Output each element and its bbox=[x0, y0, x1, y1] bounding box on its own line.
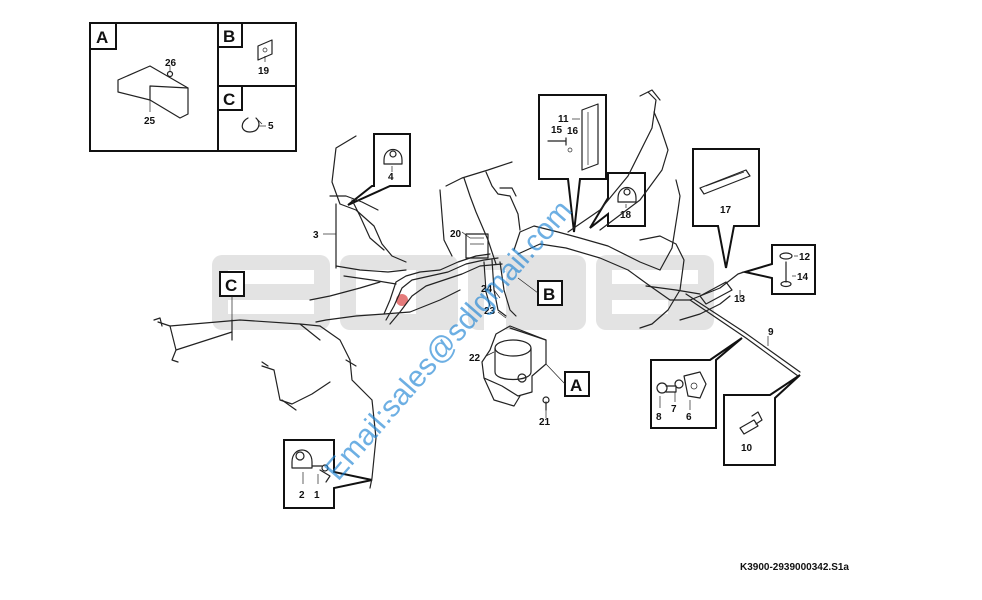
callout-box-17: 17 bbox=[692, 148, 760, 269]
callout-box-1-2: 2 1 bbox=[283, 439, 373, 509]
detail-view-A-letter: A bbox=[96, 28, 108, 47]
drawing-reference: K3900-2939000342.S1a bbox=[740, 562, 849, 573]
callout-24: 24 bbox=[481, 284, 493, 295]
detail-view-B: B 19 bbox=[217, 22, 297, 87]
view-marker-B: B bbox=[517, 277, 563, 306]
callout-20: 20 bbox=[450, 229, 462, 240]
watermark-logo bbox=[212, 255, 714, 330]
callout-16: 16 bbox=[567, 126, 579, 137]
callout-25: 25 bbox=[144, 116, 156, 127]
callout-11: 11 bbox=[558, 114, 569, 125]
callout-box-18: 18 bbox=[589, 172, 646, 229]
callout-18: 18 bbox=[620, 210, 632, 221]
callout-10: 10 bbox=[741, 443, 753, 454]
view-marker-A: A bbox=[545, 363, 590, 397]
view-marker-C: C bbox=[219, 271, 245, 330]
callout-labels: 3 20 24 23 22 21 13 9 bbox=[313, 229, 774, 428]
callout-1: 1 bbox=[314, 490, 320, 501]
callout-2: 2 bbox=[299, 490, 305, 501]
detail-view-C-letter: C bbox=[223, 90, 235, 109]
view-marker-A-letter: A bbox=[570, 376, 582, 395]
callout-4: 4 bbox=[388, 172, 394, 183]
callout-3: 3 bbox=[313, 230, 319, 241]
callout-box-6-7-8: 8 7 6 bbox=[650, 337, 743, 429]
callout-22: 22 bbox=[469, 353, 481, 364]
callout-17: 17 bbox=[720, 205, 732, 216]
callout-19: 19 bbox=[258, 66, 270, 77]
callout-21: 21 bbox=[539, 417, 551, 428]
callout-14: 14 bbox=[797, 272, 809, 283]
callout-23: 23 bbox=[484, 306, 496, 317]
watermark-email: Email:sales@sdlgmail.com bbox=[318, 194, 578, 487]
view-marker-B-letter: B bbox=[543, 285, 555, 304]
callout-7: 7 bbox=[671, 404, 677, 415]
detail-view-B-letter: B bbox=[223, 27, 235, 46]
callout-6: 6 bbox=[686, 412, 692, 423]
view-marker-C-letter: C bbox=[225, 276, 237, 295]
callout-15: 15 bbox=[551, 125, 563, 136]
detail-view-C: C 5 bbox=[217, 85, 297, 152]
callout-26: 26 bbox=[165, 58, 177, 69]
callout-box-10: 10 bbox=[723, 374, 801, 466]
wiring-harness bbox=[153, 89, 801, 489]
callout-box-12-14: 12 14 bbox=[741, 244, 816, 295]
callout-box-11-15-16: 11 15 16 bbox=[538, 94, 607, 233]
leader-lines bbox=[323, 231, 769, 418]
callout-12: 12 bbox=[799, 252, 811, 263]
callout-13: 13 bbox=[734, 294, 746, 305]
detail-view-A: A 26 25 bbox=[89, 22, 219, 152]
callout-9: 9 bbox=[768, 327, 774, 338]
callout-5: 5 bbox=[268, 121, 274, 132]
callout-8: 8 bbox=[656, 412, 662, 423]
callout-box-4: 4 bbox=[347, 133, 411, 206]
